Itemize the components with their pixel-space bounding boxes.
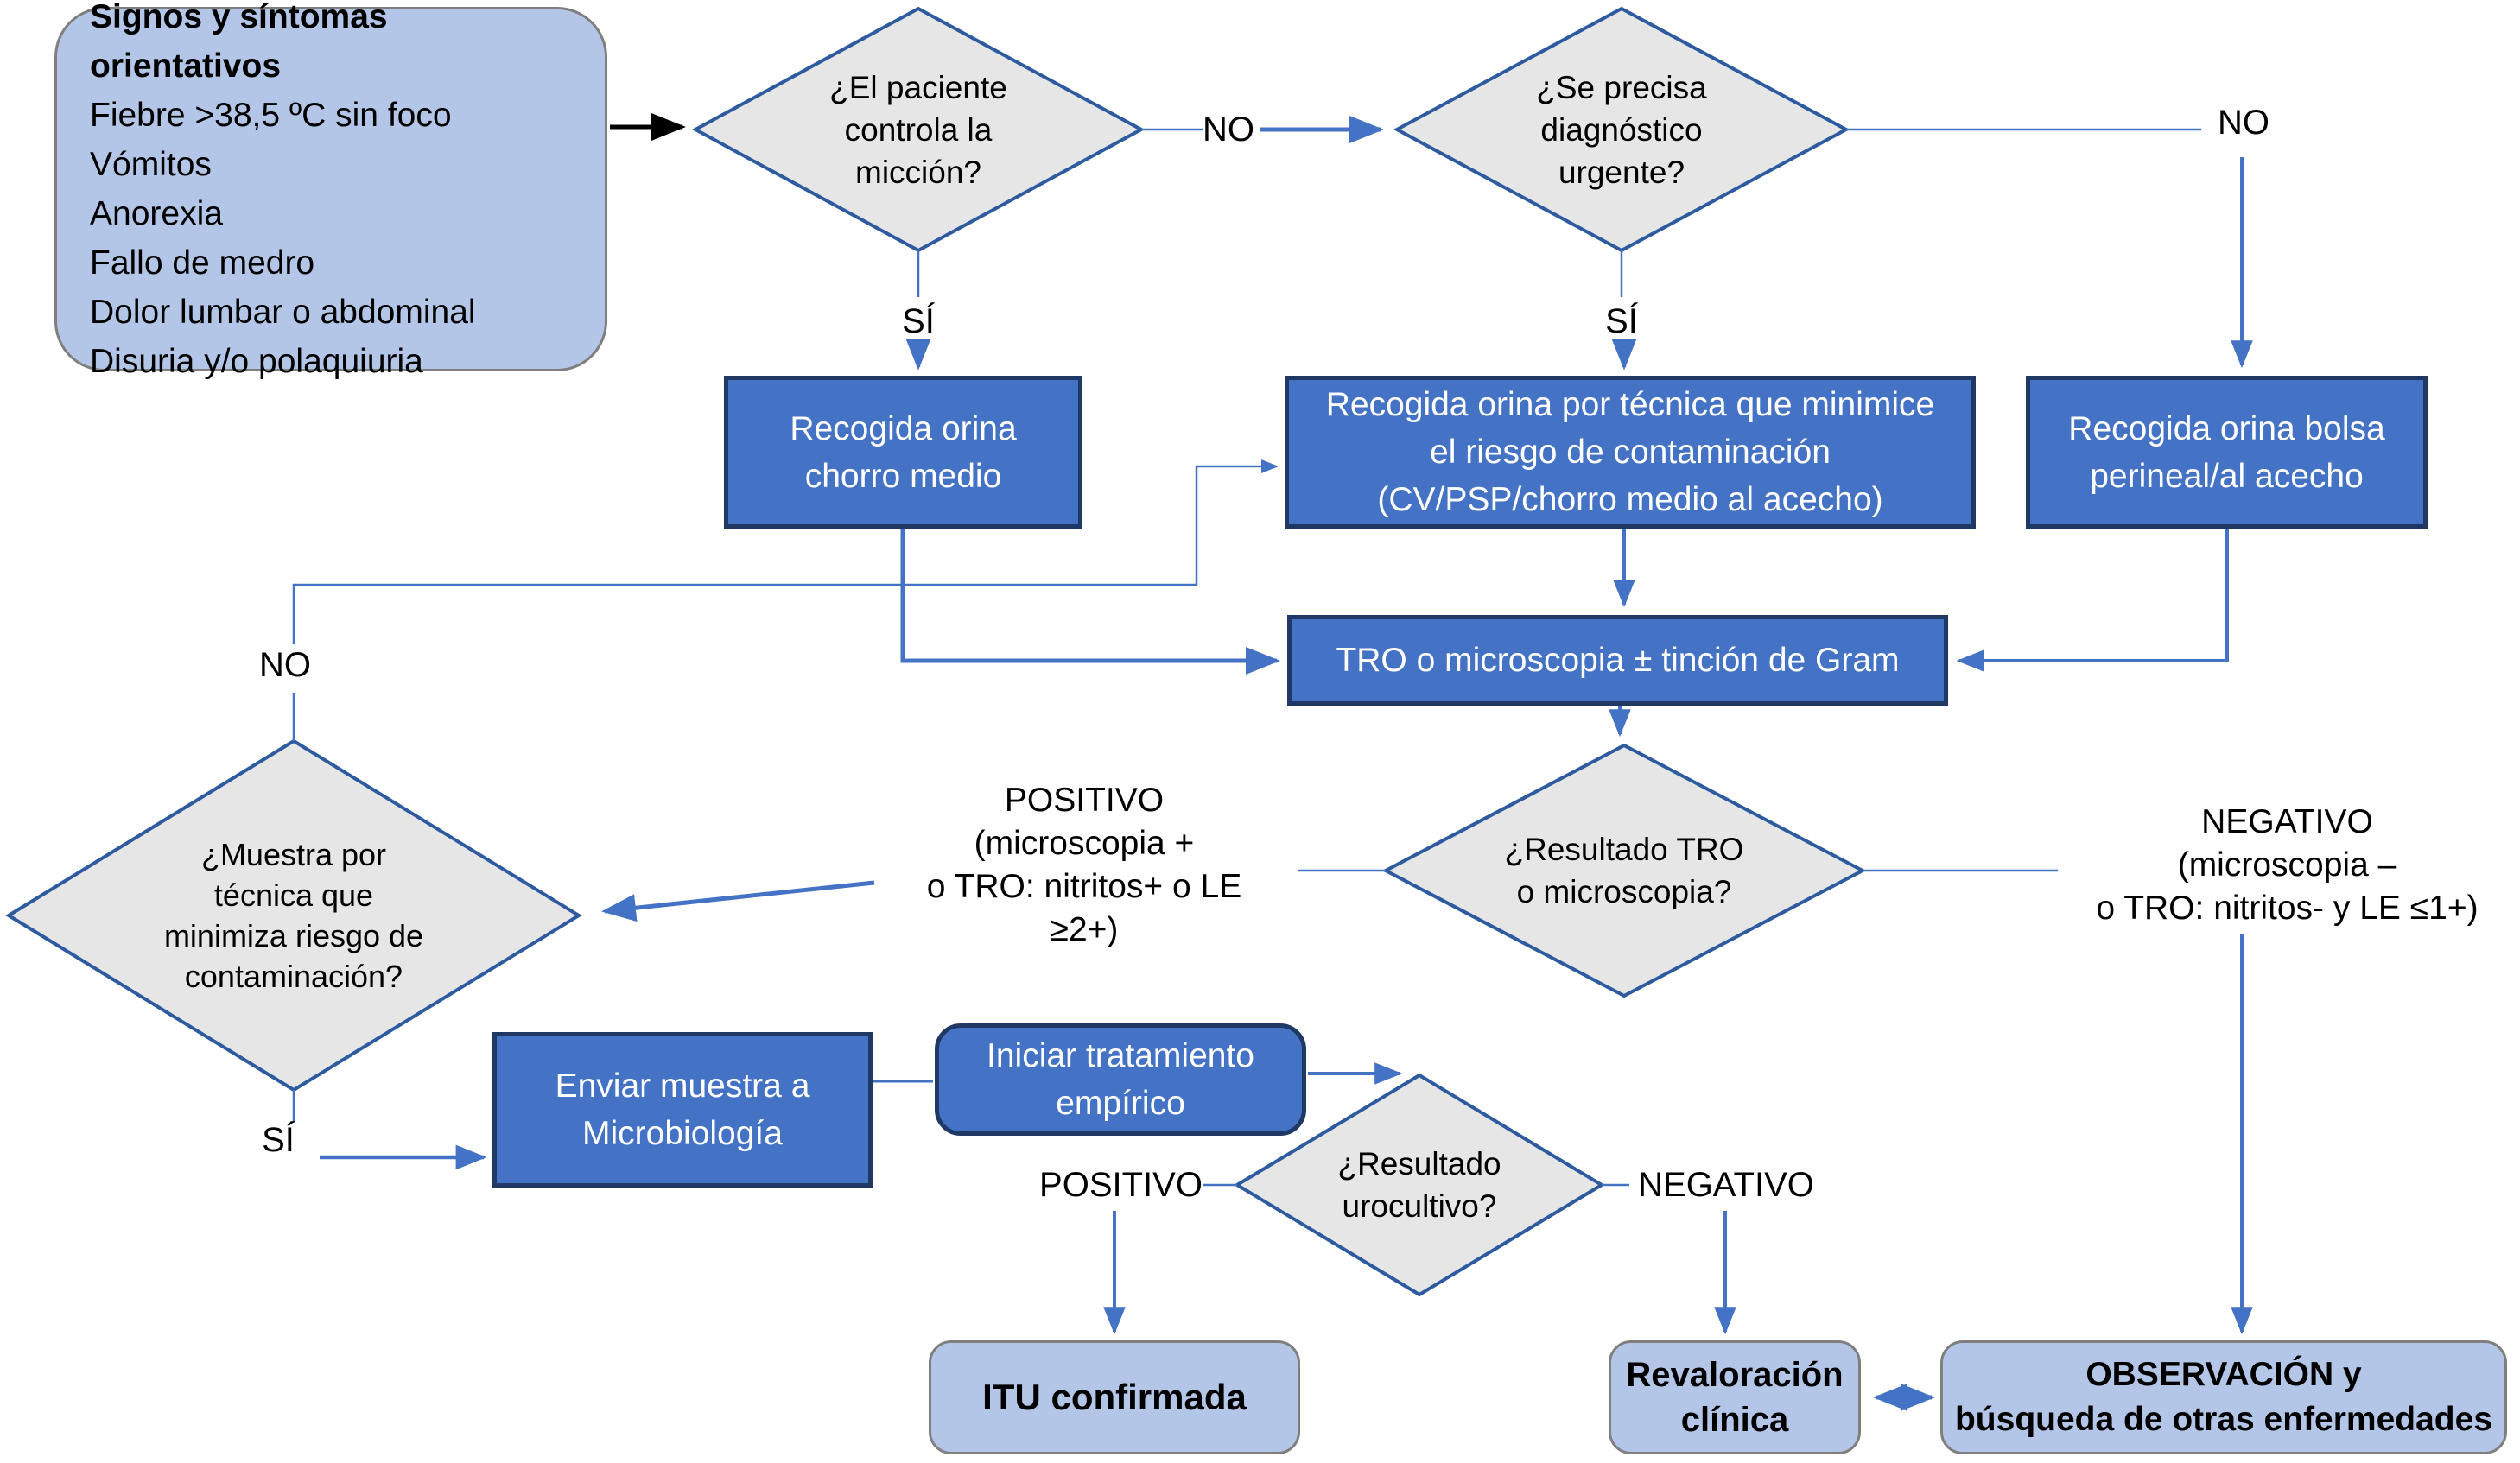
terminal-revaloracion-clinica: Revaloración clínica (1609, 1340, 1861, 1454)
arrow-positivo-to-muestra (601, 880, 875, 922)
arrow-no-to-tecnica-box (292, 459, 1279, 644)
process-enviar-microbiologia: Enviar muestra a Microbiología (492, 1032, 873, 1188)
terminal-itu-confirmada: ITU confirmada (929, 1340, 1300, 1454)
label-positivo-urocultivo: POSITIVO (1039, 1165, 1203, 1204)
label-positivo-tro: POSITIVO (microscopia + o TRO: nitritos+… (926, 782, 1242, 948)
decision-resultado-tro-text: ¿Resultado TRO o microscopia? (1504, 832, 1744, 909)
label-no-muestra: NO (259, 645, 311, 684)
label-si-miccion: SÍ (902, 301, 935, 340)
signos-item: Disuria y/o polaquiuria (90, 343, 423, 380)
signos-sintomas-box: Signos y síntomas orientativos Fiebre >3… (54, 0, 607, 380)
label-negativo-urocultivo: NEGATIVO (1638, 1165, 1814, 1204)
label-no-miccion: NO (1203, 110, 1254, 149)
signos-item: Vómitos (90, 146, 212, 183)
label-negativo-tro: NEGATIVO (microscopia – o TRO: nitritos-… (2096, 803, 2479, 927)
decision-miccion-text: ¿El paciente controla la micción? (829, 69, 1007, 190)
decision-muestra-tecnica-shape (5, 738, 582, 1092)
signos-item: Fiebre >38,5 ºC sin foco (90, 97, 452, 134)
process-tro-microscopia: TRO o microscopia ± tinción de Gram (1287, 615, 1948, 706)
process-chorro-medio: Recogida orina chorro medio (724, 376, 1082, 529)
signos-item: Anorexia (90, 195, 223, 232)
process-tecnica-minimice: Recogida orina por técnica que minimice … (1285, 376, 1976, 529)
label-si-muestra: SÍ (262, 1120, 295, 1159)
process-iniciar-tratamiento: Iniciar tratamiento empírico (935, 1023, 1306, 1136)
label-si-urgente: SÍ (1605, 301, 1638, 340)
decision-muestra-tecnica-text: ¿Muestra por técnica que minimiza riesgo… (163, 837, 424, 994)
arrow-bolsa-to-tro (1956, 529, 2229, 672)
terminal-observacion: OBSERVACIÓN y búsqueda de otras enfermed… (1940, 1340, 2507, 1454)
decision-urocultivo-text: ¿Resultado urocultivo? (1337, 1146, 1501, 1224)
decision-urgente-text: ¿Se precisa diagnóstico urgente? (1536, 69, 1707, 190)
arrow-chorro-to-tro (900, 529, 1280, 674)
signos-item: Fallo de medro (90, 244, 315, 282)
signos-item: Dolor lumbar o abdominal (90, 294, 476, 331)
signos-title: Signos y síntomas orientativos (90, 0, 388, 85)
process-bolsa-perineal: Recogida orina bolsa perineal/al acecho (2026, 376, 2428, 529)
label-no-urgente: NO (2218, 103, 2269, 142)
